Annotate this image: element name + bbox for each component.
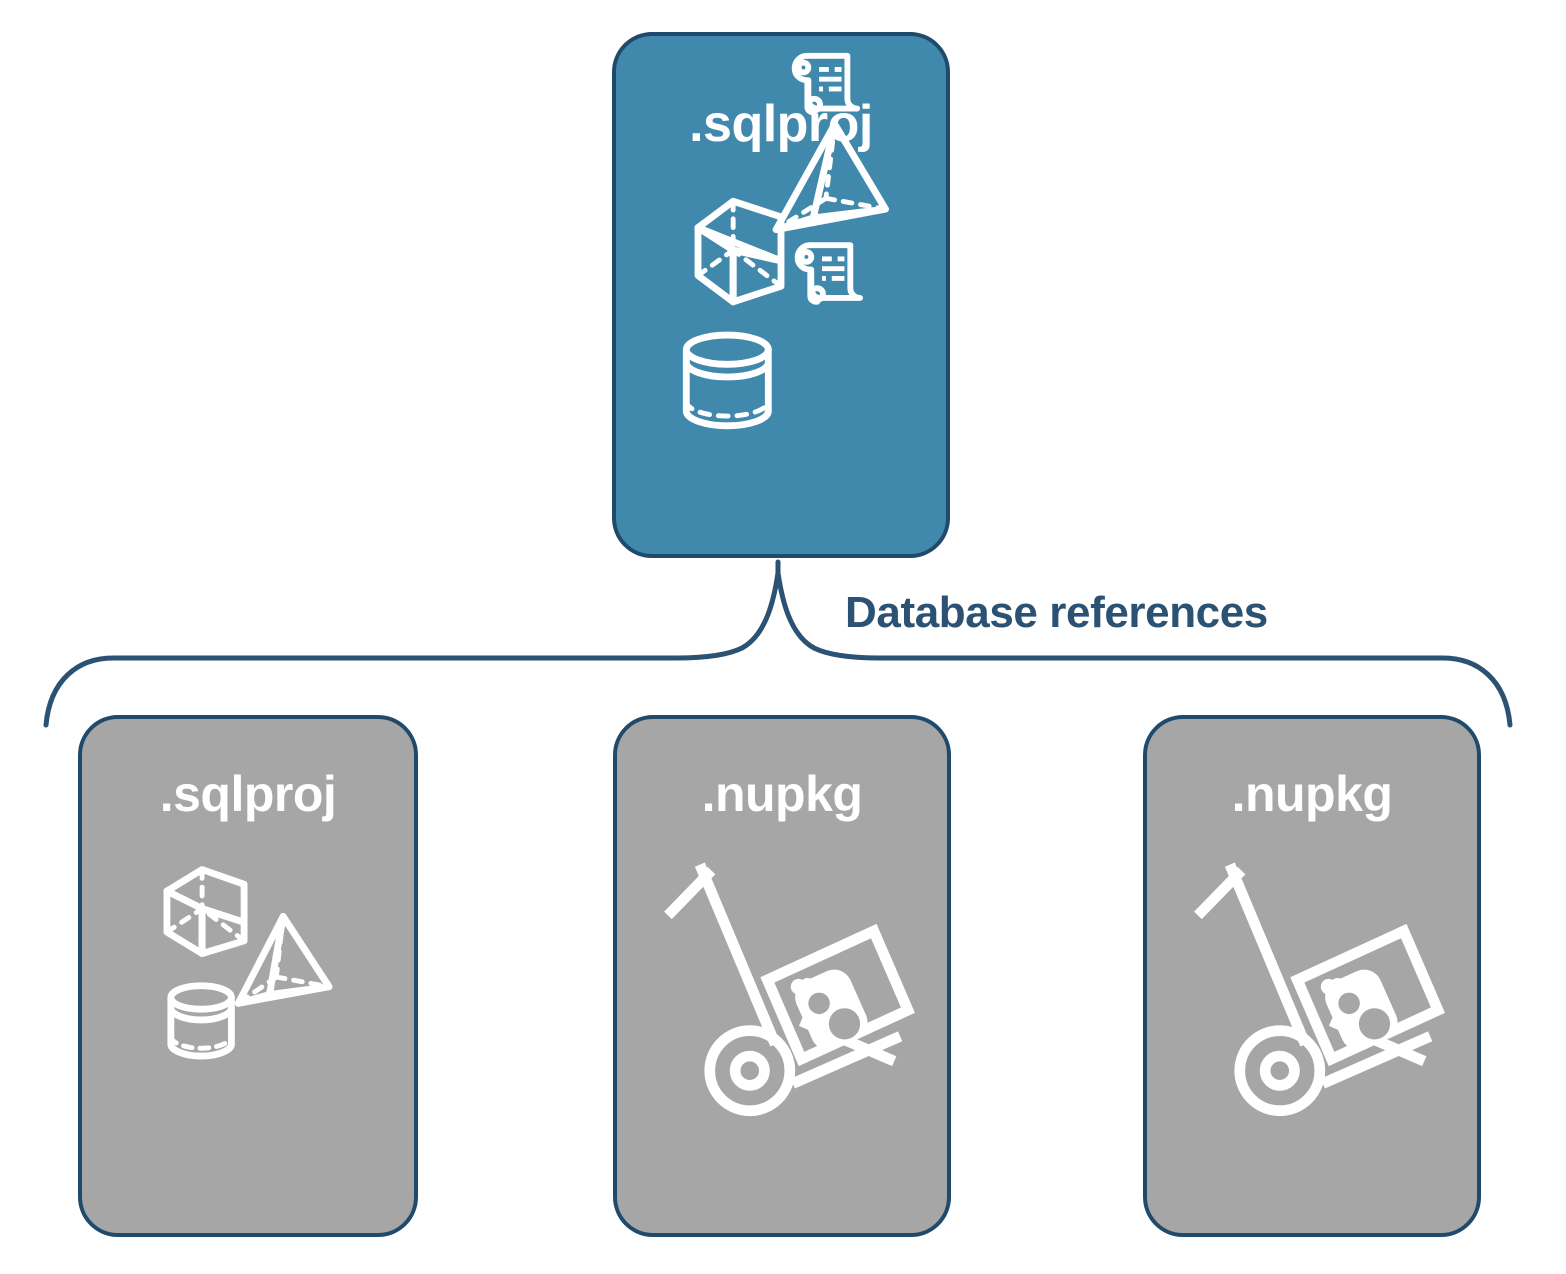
cube-icon [694, 197, 785, 306]
nuget-logo-cutouts [808, 992, 861, 1040]
hand-truck-icon [664, 862, 903, 1089]
cube-icon [163, 866, 248, 957]
nuget-package-icon [1290, 923, 1445, 1067]
node-title: .nupkg [701, 766, 863, 822]
nuget-dot [1320, 978, 1337, 995]
hand-truck-icon [1194, 862, 1433, 1089]
hand-truck-icon-parts [704, 1025, 796, 1117]
node-title: .sqlproj [689, 95, 873, 153]
pyramid-icon [234, 913, 333, 1007]
node-sqlproj-root[interactable]: .sqlproj [612, 32, 950, 558]
node-nupkg-reference-1[interactable]: .nupkg [613, 715, 951, 1237]
cylinder-icon [167, 982, 235, 1060]
node-sqlproj-reference[interactable]: .sqlproj [78, 715, 418, 1237]
node-title: .sqlproj [159, 766, 337, 822]
nuget-dot [790, 978, 807, 995]
node-nupkg-reference-2[interactable]: .nupkg [1143, 715, 1481, 1237]
connector-brace-left [43, 570, 781, 728]
hand-truck-icon-parts [1234, 1025, 1326, 1117]
nuget-logo-cutouts [1338, 992, 1391, 1040]
node-title: .nupkg [1231, 766, 1393, 822]
nuget-package-icon [760, 923, 915, 1067]
cylinder-icon [682, 331, 772, 430]
scroll-icon [794, 242, 864, 305]
connector-label: Database references [845, 588, 1268, 637]
